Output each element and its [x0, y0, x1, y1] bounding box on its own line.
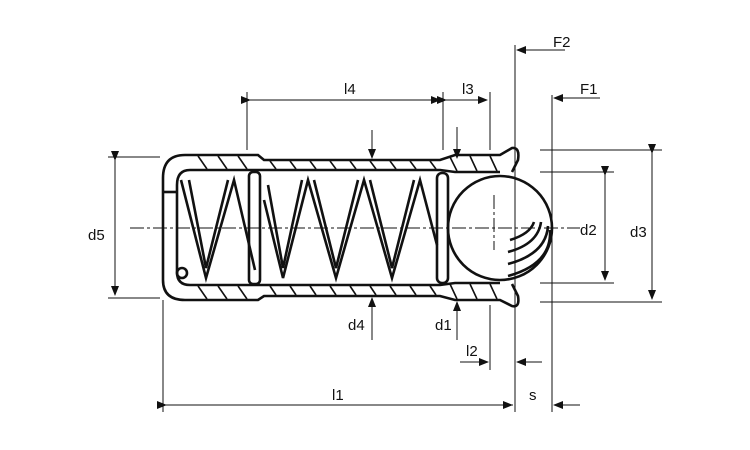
dimension-lines [111, 46, 656, 409]
label-l1: l1 [332, 387, 344, 404]
label-F2: F2 [553, 34, 571, 51]
spring [175, 170, 450, 286]
hatching [197, 155, 498, 300]
label-l2: l2 [466, 343, 478, 360]
label-d1: d1 [435, 317, 452, 334]
label-s: s [529, 387, 537, 404]
label-d2: d2 [580, 222, 597, 239]
label-F1: F1 [580, 81, 598, 98]
label-d4: d4 [348, 317, 365, 334]
label-l3: l3 [462, 81, 474, 98]
label-d5: d5 [88, 227, 105, 244]
label-d3: d3 [630, 224, 647, 241]
label-l4: l4 [344, 81, 356, 98]
